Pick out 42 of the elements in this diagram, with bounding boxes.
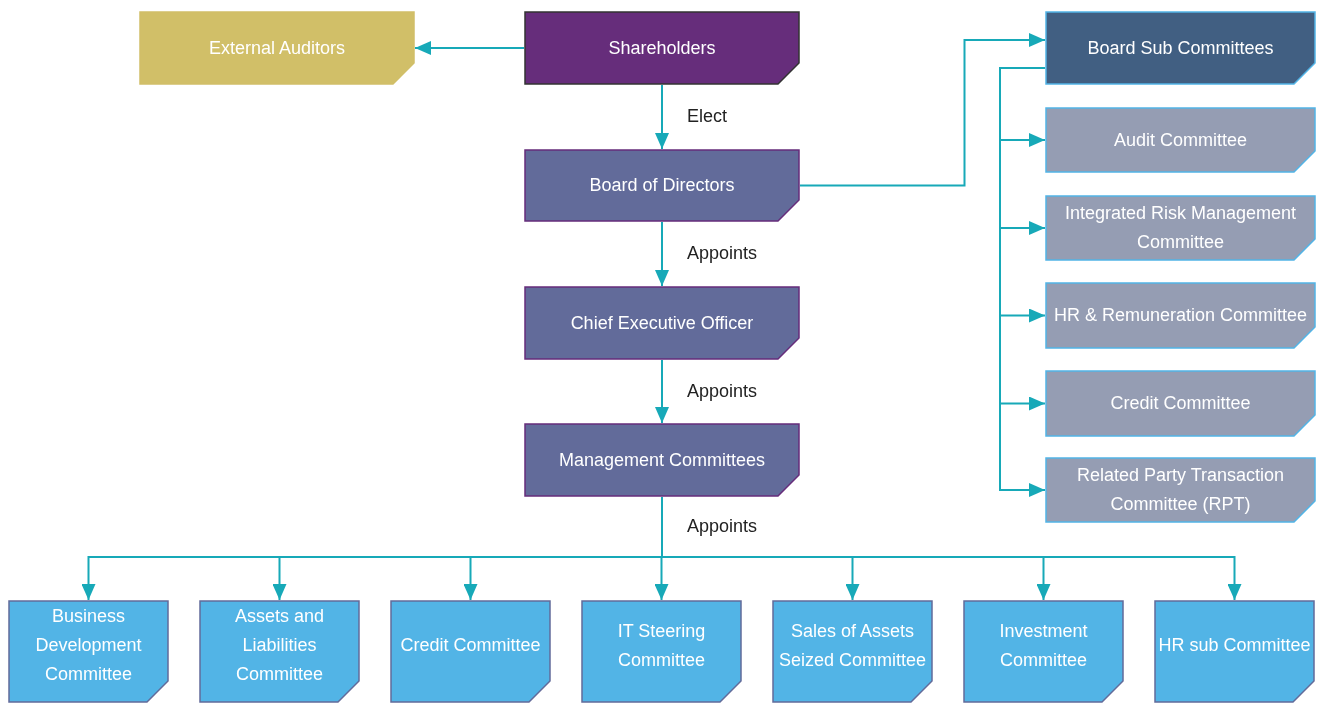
process-box xyxy=(199,600,360,703)
connector-arrow xyxy=(799,33,1046,187)
box-label: Assets and Liabilities Committee xyxy=(233,605,326,686)
process-box xyxy=(1045,195,1316,261)
connector-arrow xyxy=(414,41,525,55)
box-label: HR sub Committee xyxy=(1158,634,1311,657)
process-box xyxy=(1045,457,1316,523)
box-label: Credit Committee xyxy=(400,634,541,657)
process-box xyxy=(1045,107,1316,173)
process-box xyxy=(524,149,800,222)
box-label: Board of Directors xyxy=(589,174,735,197)
box-label: Shareholders xyxy=(608,36,716,60)
process-box xyxy=(524,286,800,360)
box-label: IT Steering Committee xyxy=(616,619,707,672)
box-label: Management Committees xyxy=(558,448,766,472)
box-label: Audit Committee xyxy=(1113,128,1248,152)
process-box xyxy=(581,600,742,703)
process-box xyxy=(1045,370,1316,437)
process-box xyxy=(524,423,800,497)
box-label: HR & Remuneration Committee xyxy=(1053,304,1308,327)
process-box xyxy=(772,600,933,703)
box-label: Integrated Risk Management Committee xyxy=(1063,202,1298,254)
process-box xyxy=(963,600,1124,703)
box-label: Board Sub Committees xyxy=(1087,36,1274,60)
box-label: Credit Committee xyxy=(1110,392,1251,415)
box-label: Sales of Assets Seized Committee xyxy=(777,619,928,672)
box-label: Related Party Transaction Committee (RPT) xyxy=(1075,464,1286,516)
process-box xyxy=(1045,282,1316,349)
connector-arrow xyxy=(655,359,669,424)
connector-arrow xyxy=(655,84,669,150)
box-label: Investment Committee xyxy=(998,619,1089,672)
box-label: Chief Executive Officer xyxy=(570,311,754,335)
connector-arrow xyxy=(655,221,669,287)
process-box xyxy=(390,600,551,703)
box-label: Business Development Committee xyxy=(34,605,143,686)
process-box xyxy=(139,11,415,85)
process-box xyxy=(1154,600,1315,703)
process-box xyxy=(524,11,800,85)
box-label: External Auditors xyxy=(208,36,346,60)
process-box xyxy=(1045,11,1316,85)
connector-arrow xyxy=(999,67,1046,497)
process-box xyxy=(8,600,169,703)
